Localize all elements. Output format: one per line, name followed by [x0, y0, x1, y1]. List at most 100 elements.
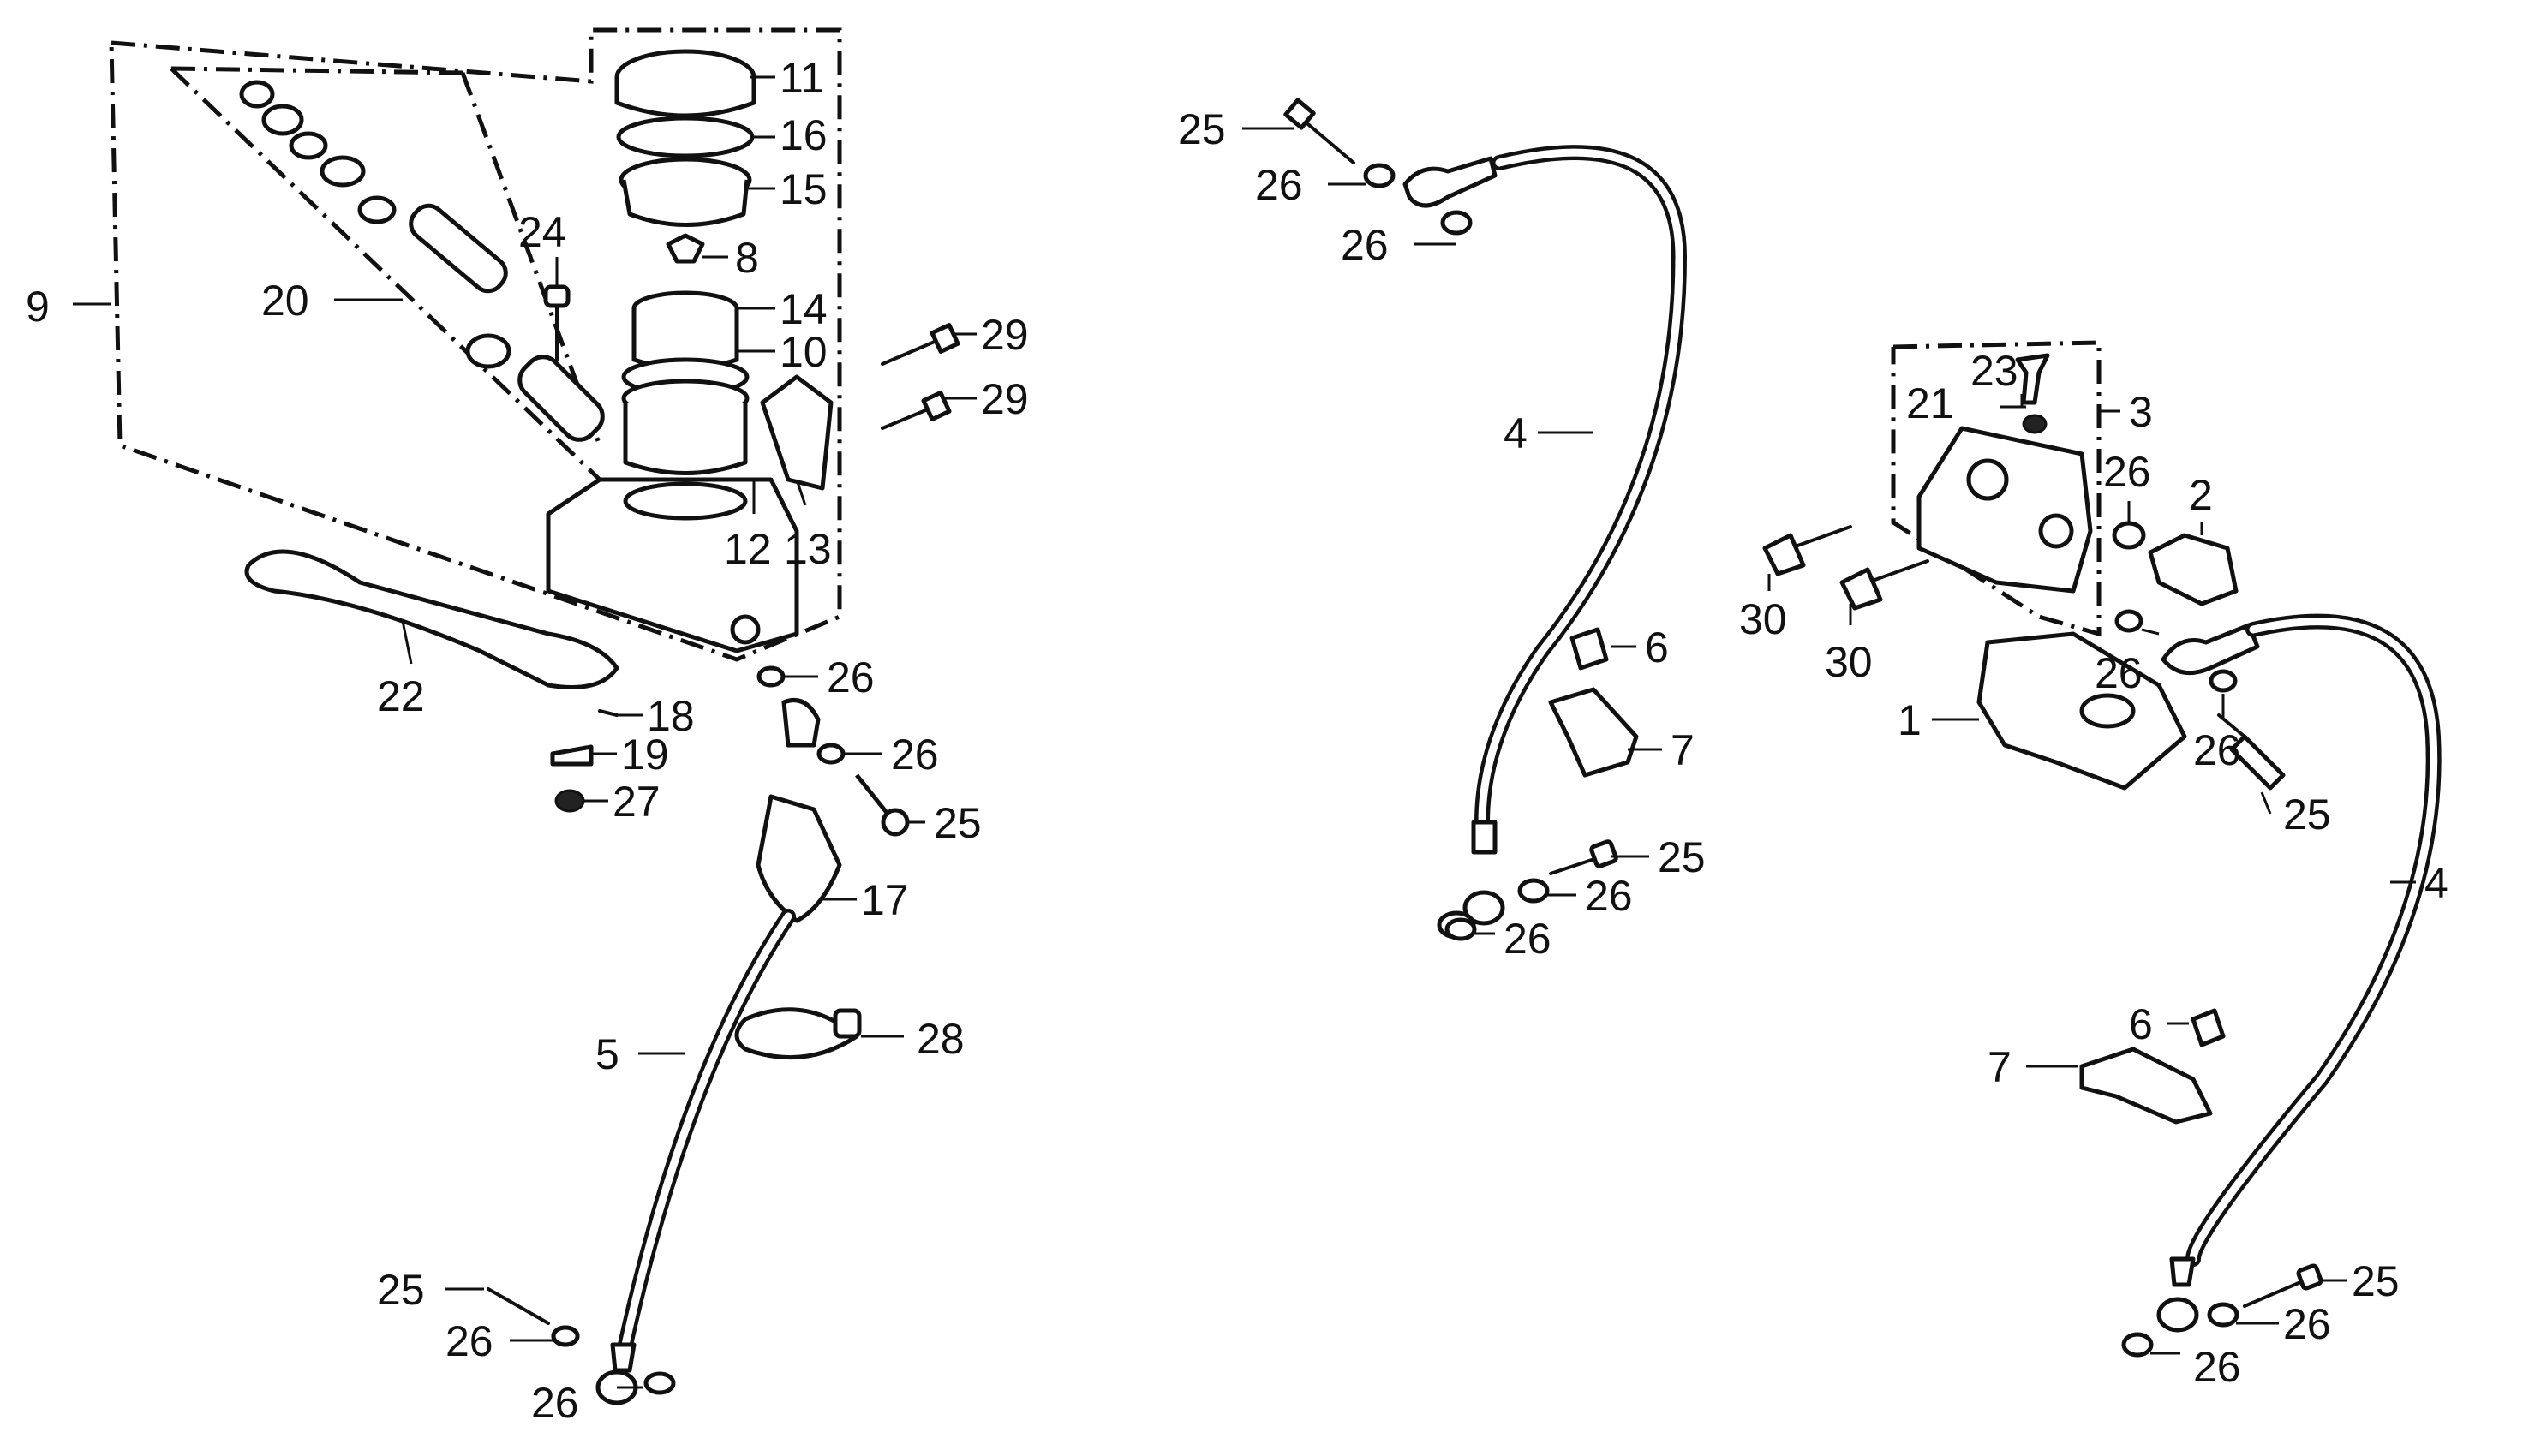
- hose-17-fitting: [756, 794, 842, 923]
- lbl-8: 8: [735, 234, 759, 282]
- brake-hose-5: [618, 909, 796, 1352]
- upper-hose-assembly: [1283, 98, 1688, 941]
- lbl-26f: 26: [1341, 221, 1389, 269]
- lbl-11: 11: [780, 54, 824, 102]
- kit-9-boundary: [109, 27, 842, 662]
- diaphragm-plate-16: [616, 116, 755, 158]
- lbl-26h: 26: [1504, 915, 1551, 963]
- bleeder-23: [2015, 353, 2050, 405]
- kit-3-boundary: [1891, 340, 2102, 637]
- bolt-25f: [2243, 1279, 2306, 1308]
- pivot-bolt-18: [598, 709, 619, 717]
- lbl-29a: 29: [981, 311, 1029, 359]
- lbl-25f: 25: [2352, 1257, 2400, 1305]
- lbl-26k: 26: [2193, 726, 2241, 774]
- bolt-30b: [1866, 559, 1929, 584]
- brake-lever-22: [244, 549, 619, 689]
- bolt-fitting: [781, 698, 821, 748]
- lbl-26b: 26: [891, 731, 939, 779]
- lbl-1: 1: [1898, 696, 1922, 744]
- caliper-assembly: [1762, 340, 2442, 1358]
- piston-kit-parts: [239, 80, 605, 442]
- lbl-7b: 7: [1988, 1043, 2012, 1091]
- washer-26i: [2112, 521, 2146, 550]
- lbl-25d: 25: [1658, 833, 1706, 881]
- lbl-7a: 7: [1671, 726, 1695, 774]
- lbl-26e: 26: [1255, 161, 1303, 209]
- lbl-28: 28: [917, 1015, 965, 1063]
- lbl-14: 14: [780, 285, 828, 333]
- stop-switch-2: [2148, 533, 2239, 606]
- lbl-24: 24: [518, 208, 566, 256]
- lbl-29b: 29: [981, 375, 1029, 423]
- washer-26j: [2114, 609, 2143, 633]
- lbl-26l: 26: [2283, 1300, 2331, 1348]
- bracket-7a: [1548, 687, 1639, 778]
- lbl-12: 12: [724, 525, 772, 573]
- washer-26b: [816, 743, 846, 765]
- caliper-body-3: [1916, 426, 2093, 594]
- bolt-6b: [2191, 1008, 2226, 1047]
- lbl-25b: 25: [377, 1266, 425, 1314]
- lbl-21: 21: [1906, 379, 1954, 427]
- lbl-4a: 4: [1504, 409, 1528, 457]
- leader-lines-right: [1767, 394, 2416, 1355]
- kit-20-boundary: [170, 67, 601, 481]
- washer-26e: [1363, 163, 1396, 188]
- master-cylinder-body: [546, 477, 799, 653]
- lbl-23: 23: [1970, 347, 2018, 395]
- nut-19: [550, 744, 594, 767]
- washer-26f: [1440, 210, 1473, 236]
- lbl-9: 9: [26, 283, 50, 331]
- bolt-29b: [881, 405, 936, 430]
- lbl-26c: 26: [445, 1317, 493, 1365]
- washer-26g: [1517, 878, 1550, 904]
- cover-13: [760, 374, 834, 491]
- washer-26m: [2121, 1332, 2154, 1358]
- lbl-20: 20: [261, 277, 309, 325]
- lbl-3: 3: [2129, 388, 2153, 436]
- hose-clamp-28: [734, 1007, 859, 1060]
- lbl-27: 27: [613, 778, 661, 826]
- lbl-15: 15: [780, 165, 828, 213]
- lbl-10: 10: [780, 328, 828, 376]
- lbl-30a: 30: [1739, 595, 1787, 643]
- lbl-2: 2: [2189, 471, 2213, 519]
- lbl-25e: 25: [2283, 791, 2331, 838]
- washer-26c: [551, 1325, 580, 1347]
- lbl-26j: 26: [2095, 649, 2143, 697]
- lbl-5: 5: [595, 1030, 619, 1078]
- lbl-18: 18: [647, 692, 695, 740]
- leader-lines-left: [73, 75, 977, 1389]
- callout-labels: 9 11 16 15 24 8 14 10 20 29 29 12 13 22 …: [26, 54, 2448, 1427]
- bolt-30a: [1789, 525, 1852, 550]
- lbl-25a: 25: [934, 799, 982, 847]
- master-cylinder-assembly: [109, 27, 960, 1405]
- lbl-30b: 30: [1825, 638, 1873, 686]
- lbl-26d: 26: [531, 1379, 579, 1427]
- bolt-25b: [487, 1287, 550, 1325]
- lbl-6b: 6: [2129, 1000, 2153, 1048]
- lbl-25c: 25: [1178, 105, 1226, 153]
- lbl-6a: 6: [1645, 624, 1669, 671]
- lbl-17: 17: [861, 876, 909, 924]
- lbl-26a: 26: [827, 653, 875, 701]
- lbl-4b: 4: [2424, 859, 2448, 907]
- washer-26d: [643, 1371, 676, 1395]
- lbl-16: 16: [780, 111, 828, 159]
- cap-nut-27: [554, 789, 585, 813]
- bolt-6a: [1569, 627, 1609, 671]
- lbl-26m: 26: [2193, 1343, 2241, 1391]
- float-8: [666, 233, 705, 264]
- washer-26l: [2207, 1302, 2239, 1328]
- reservoir-stack: [546, 49, 799, 653]
- washer-26a: [756, 665, 786, 688]
- bolt-25a: [855, 773, 893, 820]
- bracket-7b: [2079, 1047, 2213, 1125]
- lbl-26g: 26: [1585, 872, 1633, 920]
- leader-lines-middle: [1242, 127, 1662, 935]
- lbl-22: 22: [377, 672, 425, 720]
- lbl-19: 19: [621, 731, 669, 779]
- bolt-29a: [881, 337, 944, 366]
